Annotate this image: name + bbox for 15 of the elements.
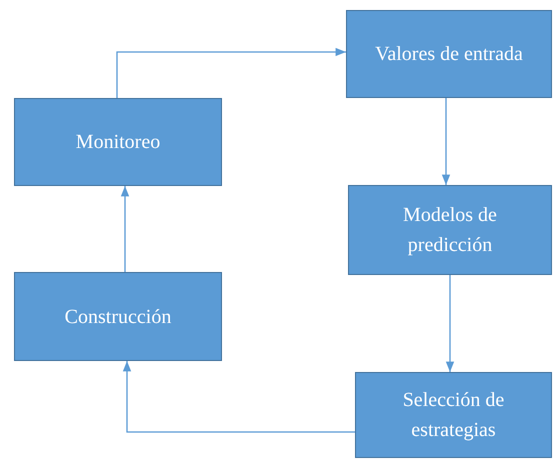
arrow	[116, 48, 346, 98]
box-label: Modelos de predicción	[402, 203, 498, 258]
process-box	[14, 272, 222, 361]
process-box	[14, 98, 222, 186]
arrow	[122, 361, 355, 433]
process-box	[348, 185, 552, 275]
box-label: Construcción	[64, 304, 172, 330]
box-label: Selección de estrategias	[402, 388, 506, 443]
arrow	[120, 186, 130, 272]
box-label: Valores de entrada	[375, 42, 523, 67]
process-box	[346, 10, 552, 98]
process-box	[355, 372, 552, 458]
box-label: Monitoreo	[76, 130, 160, 155]
arrow	[446, 275, 454, 372]
arrow	[442, 98, 450, 185]
